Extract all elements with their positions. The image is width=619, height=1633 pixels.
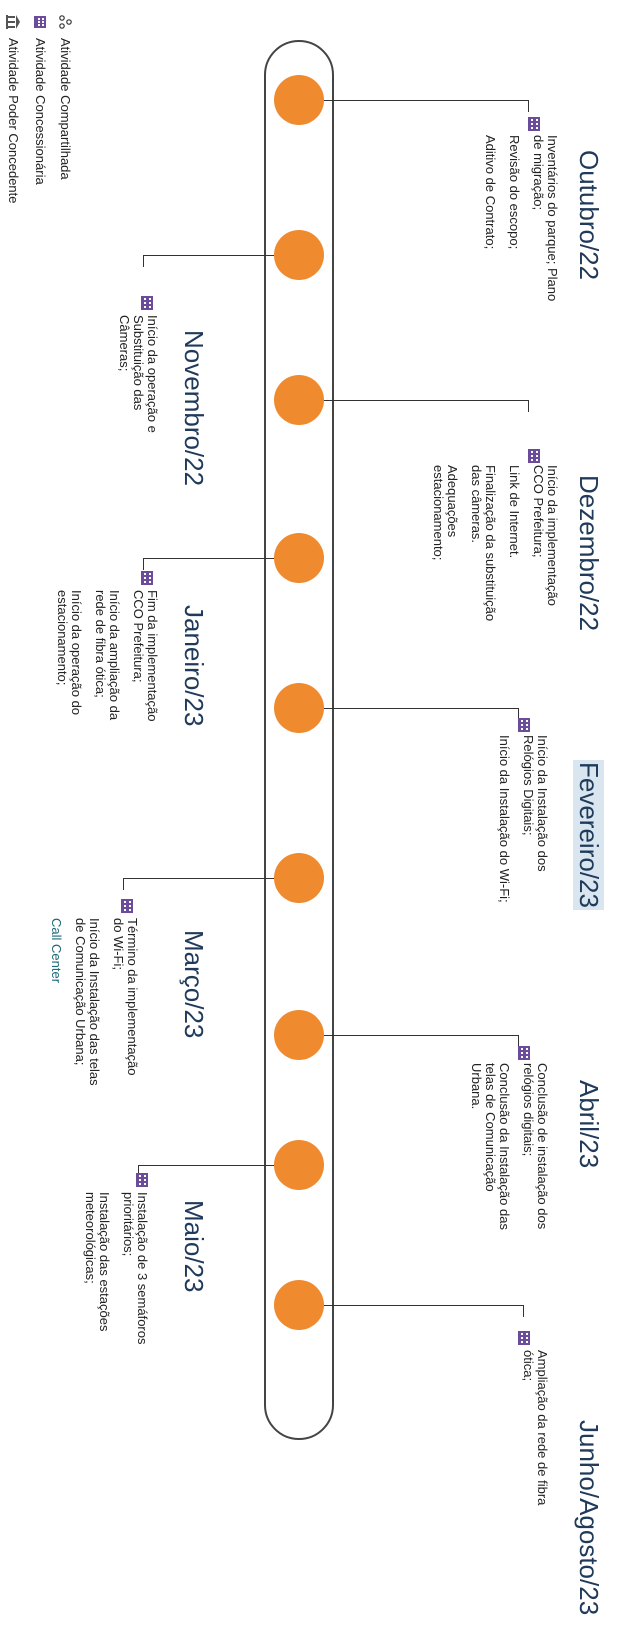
milestone-item: Conclusão da Instalação das telas de Com… [469, 1063, 512, 1230]
month-title-janeiro: Janeiro/23 [179, 605, 209, 727]
connector-marco [124, 878, 274, 879]
building-icon [527, 448, 541, 464]
connector-abril [324, 1035, 519, 1036]
connector-dezembro [324, 400, 529, 401]
milestone-item: Fim da implementação CCO Prefeitura; [131, 590, 160, 722]
milestone-item: Início da Instalação do Wi-Fi; [497, 735, 512, 903]
connector-maio [139, 1165, 274, 1166]
milestone-item: Finalização da substituição das câmeras. [469, 465, 498, 622]
milestone-dot-fevereiro [274, 683, 324, 733]
milestone-item: Início da operação do estacionamento; [55, 590, 84, 716]
month-title-dezembro: Dezembro/22 [574, 475, 604, 632]
connector-marco-arm [123, 878, 124, 890]
milestone-dot-marco [274, 853, 324, 903]
milestone-items-abril: Conclusão de instalação dos relógios dig… [459, 1063, 550, 1233]
connector-junho [324, 1305, 524, 1306]
milestone-item: Link de Internet. [507, 465, 522, 559]
milestone-dot-junho [274, 1280, 324, 1330]
building-icon [517, 717, 531, 733]
connector-fevereiro [324, 708, 519, 709]
milestone-item: Instalação de 3 semáforos prioritários; [121, 1192, 150, 1345]
milestone-item: Aditivo de Contrato; [483, 135, 498, 250]
month-title-abril: Abril/23 [574, 1080, 604, 1169]
building-icon [140, 295, 154, 311]
month-title-marco: Março/23 [179, 930, 209, 1039]
milestone-items-maio: Instalação de 3 semáforos prioritários; … [73, 1192, 150, 1362]
connector-outubro-arm [528, 100, 529, 112]
month-title-novembro: Novembro/22 [179, 330, 209, 487]
government-building-icon [0, 14, 21, 30]
milestone-dot-abril [274, 1010, 324, 1060]
milestone-item: Inventários do parque; Plano de migração… [531, 135, 560, 302]
connector-novembro-arm [143, 255, 144, 267]
milestone-item: Início da Instalação dos Relógios Digita… [521, 735, 550, 872]
legend-label-compartilhada: Atividade Compartilhada [58, 38, 73, 180]
month-title-fevereiro: Fevereiro/23 [573, 760, 604, 910]
milestone-item: Instalação das estações meteorológicas; [83, 1192, 112, 1332]
building-icon [135, 1172, 149, 1188]
month-title-outubro: Outubro/22 [574, 150, 604, 281]
building-icon [517, 1045, 531, 1061]
milestone-dot-outubro [274, 75, 324, 125]
people-icon [52, 14, 73, 30]
milestone-items-novembro: Início da operação e Substituição das Câ… [107, 315, 160, 465]
connector-dezembro-arm [528, 400, 529, 412]
building-icon [27, 14, 48, 30]
milestone-item: Revisão do escopo; [507, 135, 522, 250]
month-title-maio: Maio/23 [179, 1200, 209, 1293]
milestone-dot-janeiro [274, 533, 324, 583]
milestone-item: Início da Instalação das telas de Comuni… [73, 918, 102, 1086]
milestone-items-junho: Ampliação da rede de fibra ótica; [511, 1350, 550, 1520]
milestone-dot-maio [274, 1140, 324, 1190]
milestone-item: Início da operação e Substituição das Câ… [117, 315, 160, 433]
milestone-items-janeiro: Fim da implementação CCO Prefeitura; Iní… [45, 590, 160, 740]
building-icon [517, 1330, 531, 1346]
milestone-item: Ampliação da rede de fibra ótica; [521, 1350, 550, 1506]
building-icon [120, 898, 134, 914]
milestone-item: Adequações estacionamento; [431, 465, 460, 561]
building-icon [140, 570, 154, 586]
milestone-item: Início da ampliação da rede de fibra óti… [93, 590, 122, 721]
milestone-item: Call Center [49, 918, 64, 984]
milestone-item: Término da implementação do Wi-Fi; [111, 918, 140, 1076]
milestone-dot-dezembro [274, 375, 324, 425]
connector-janeiro [144, 558, 274, 559]
milestone-item: Início da implementação CCO Prefeitura; [531, 465, 560, 606]
legend-label-concessionaria: Atividade Concessionária [33, 38, 48, 185]
connector-novembro [144, 255, 274, 256]
building-icon [527, 116, 541, 132]
milestone-items-outubro: Inventários do parque; Plano de migração… [473, 135, 560, 310]
connector-junho-arm [523, 1305, 524, 1317]
milestone-item: Conclusão de instalação dos relógios dig… [521, 1063, 550, 1230]
milestone-items-marco: Término da implementação do Wi-Fi; Iníci… [39, 918, 140, 1088]
milestone-items-dezembro: Início da implementação CCO Prefeitura; … [421, 465, 560, 635]
milestone-dot-novembro [274, 230, 324, 280]
month-title-junho: Junho/Agosto/23 [574, 1420, 604, 1616]
connector-outubro [324, 100, 529, 101]
legend-label-poder-concedente: Atividade Poder Concedente [6, 38, 21, 204]
milestone-items-fevereiro: Início da Instalação dos Relógios Digita… [487, 735, 550, 905]
connector-janeiro-arm [143, 558, 144, 570]
